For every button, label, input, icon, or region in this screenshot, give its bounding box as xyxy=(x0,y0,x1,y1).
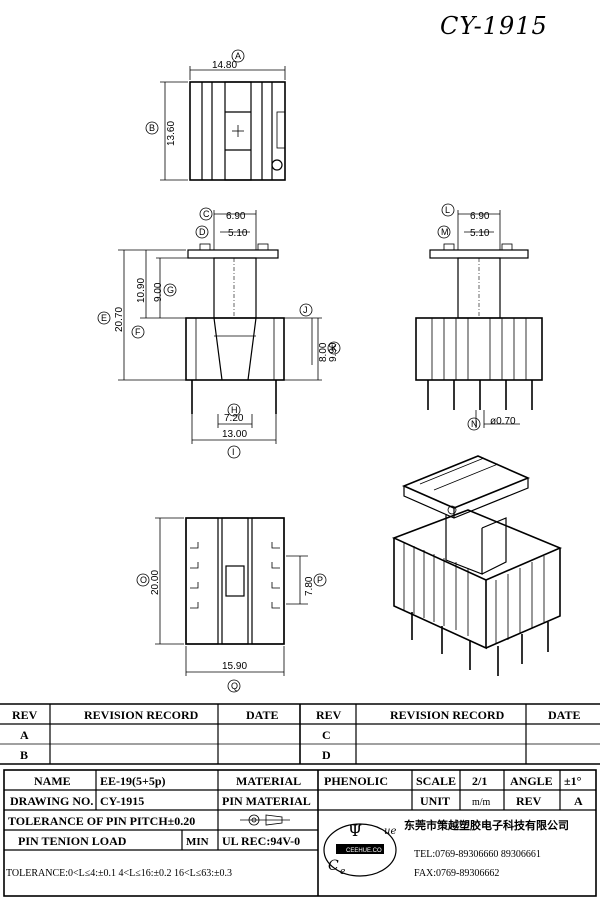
dim-d-value: 5.10 xyxy=(228,228,248,239)
unit-label: UNIT xyxy=(420,794,450,808)
callout-f: F xyxy=(135,327,141,337)
ul-rec: UL REC:94V-0 xyxy=(222,834,300,848)
record-header-left: REVISION RECORD xyxy=(84,708,199,722)
logo-band-text: CEEHUE.CO xyxy=(346,848,382,854)
rev-label: REV xyxy=(516,794,542,808)
callout-l: L xyxy=(445,205,450,215)
tolerance-pitch: TOLERANCE OF PIN PITCH±0.20 xyxy=(8,814,195,828)
dim-g-value: 9.00 xyxy=(153,282,164,302)
top-view: 14.80 A 13.60 B xyxy=(145,49,286,181)
angle-label: ANGLE xyxy=(510,774,553,788)
dim-l-value: 6.90 xyxy=(470,211,490,222)
dim-b-value: 13.60 xyxy=(166,121,177,146)
rev-row-b: B xyxy=(20,748,28,762)
title-block: NAME EE-19(5+5p) MATERIAL PHENOLIC SCALE… xyxy=(3,769,597,897)
date-header-left: DATE xyxy=(246,708,278,722)
logo-ue: ue xyxy=(384,826,396,837)
name-value: EE-19(5+5p) xyxy=(100,774,166,788)
dim-a-value: 14.80 xyxy=(212,60,237,71)
callout-j: J xyxy=(303,305,308,315)
dim-f-value: 20.70 xyxy=(114,307,125,332)
dim-n-value: ø0.70 xyxy=(490,416,516,427)
record-header-right: REVISION RECORD xyxy=(390,708,505,722)
dim-e-value: 10.90 xyxy=(136,278,147,303)
callout-q: Q xyxy=(231,681,238,691)
angle-value: ±1° xyxy=(564,774,582,788)
bottom-view: 20.00 O 7.80 P 15.90 Q xyxy=(136,517,327,693)
rev-header-right: REV xyxy=(316,708,342,722)
logo-psi-icon: Ψ xyxy=(348,821,362,840)
company-name: 东莞市策越塑胶电子科技有限公司 xyxy=(404,818,569,832)
callout-h: H xyxy=(231,405,238,415)
material-label: MATERIAL xyxy=(236,774,301,788)
callout-k: K xyxy=(331,343,337,353)
tolerance-line: TOLERANCE:0<L≤4:±0.1 4<L≤16:±0.2 16<L≤63… xyxy=(6,868,232,879)
logo-c: C xyxy=(328,858,339,874)
rev-row-c: C xyxy=(322,728,331,742)
drawing-no-label: DRAWING NO. xyxy=(10,794,93,808)
drawing-no-value: CY-1915 xyxy=(100,794,144,808)
callout-a: A xyxy=(235,51,241,61)
rev-row-a: A xyxy=(20,728,29,742)
company-fax: FAX:0769-89306662 xyxy=(414,868,499,879)
pin-symbol-icon xyxy=(240,814,290,826)
rev-row-d: D xyxy=(322,748,331,762)
callout-g: G xyxy=(167,285,174,295)
rev-header-left: REV xyxy=(12,708,38,722)
min-label: MIN xyxy=(186,836,209,848)
callout-e: E xyxy=(101,313,107,323)
dim-o-value: 20.00 xyxy=(150,570,161,595)
callout-i: I xyxy=(232,447,235,457)
dim-m-value: 5.10 xyxy=(470,228,490,239)
date-header-right: DATE xyxy=(548,708,580,722)
dim-i-value: 13.00 xyxy=(222,429,247,440)
callout-m: M xyxy=(441,227,449,237)
scale-label: SCALE xyxy=(416,774,456,788)
revision-table: REV REVISION RECORD DATE REV REVISION RE… xyxy=(0,703,600,765)
dim-k-value: 9.90 xyxy=(328,342,339,362)
logo-e: e xyxy=(340,867,345,877)
dim-c-value: 6.90 xyxy=(226,211,246,222)
scale-value: 2/1 xyxy=(472,774,487,788)
side-view: 6.90 L 5.10 M ø0.70 N xyxy=(415,203,543,431)
dim-q-value: 15.90 xyxy=(222,661,247,672)
unit-value: m/m xyxy=(472,797,491,808)
front-view: 6.90 C 5.10 D 20.70 E 10.90 9.00 G F 8.0… xyxy=(97,207,341,459)
rev-value: A xyxy=(574,794,583,808)
dim-h-value: 7.20 xyxy=(224,413,244,424)
company-logo: CEEHUE.CO Ψ ue C e xyxy=(323,821,397,877)
pin-tension-label: PIN TENION LOAD xyxy=(18,834,127,848)
dim-j-value: 8.00 xyxy=(318,342,329,362)
name-label: NAME xyxy=(34,774,71,788)
callout-o: O xyxy=(140,575,147,585)
dim-p-value: 7.80 xyxy=(304,576,315,596)
callout-n: N xyxy=(471,419,478,429)
isometric-view xyxy=(391,455,563,676)
company-tel: TEL:0769-89306660 89306661 xyxy=(414,849,541,860)
pin-material-label: PIN MATERIAL xyxy=(222,794,311,808)
callout-b: B xyxy=(149,123,155,133)
callout-c: C xyxy=(203,209,210,219)
callout-d: D xyxy=(199,227,206,237)
callout-p: P xyxy=(317,575,323,585)
drawing-title: CY-1915 xyxy=(440,12,548,40)
material-value: PHENOLIC xyxy=(324,774,388,788)
